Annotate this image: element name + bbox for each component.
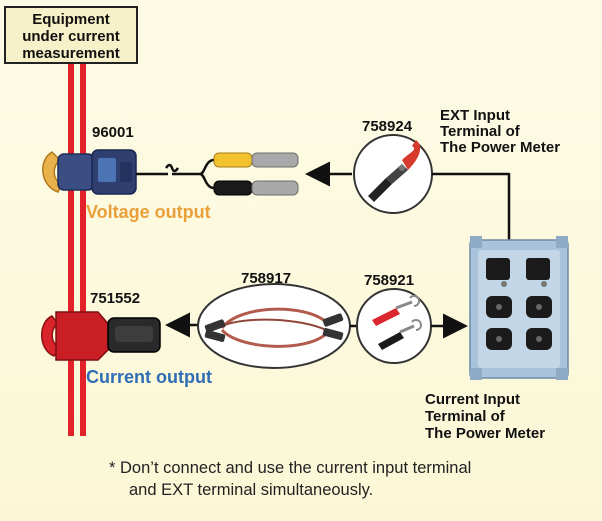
conductor-left-rail [68,64,74,436]
footnote-line1: * Don’t connect and use the current inpu… [109,459,472,477]
footnote-line2: and EXT terminal simultaneously. [129,481,374,499]
equipment-label-line2: under current [22,28,120,45]
ext-input-terminal-label: EXT Input Terminal of The Power Meter [440,108,560,156]
current-terminal-line3: The Power Meter [425,425,546,442]
voltage-probe-clamp-icon [42,149,137,195]
voltage-output-label: Voltage output [86,202,211,222]
ext-terminal-line3: The Power Meter [440,139,561,156]
current-probe-model-label: 751552 [90,290,141,307]
current-input-terminal-label: Current Input Terminal of The Power Mete… [425,391,545,442]
equipment-label-line1: Equipment [32,11,110,28]
cable-758917-label: 758917 [241,270,292,287]
adapter-758924-icon [353,134,433,214]
current-terminal-line2: Terminal of [425,408,505,425]
adapter-758921-icon [356,288,432,364]
current-terminal-line1: Current Input [425,391,520,408]
cable-758917-icon [197,283,351,369]
conductor-right-rail [80,64,86,436]
adapter-758924-label: 758924 [362,118,413,135]
voltage-probe-model-label: 96001 [92,124,134,141]
equipment-under-measurement-box: Equipment under current measurement [4,6,138,64]
voltage-lead-black-icon [213,180,299,196]
ext-terminal-line1: EXT Input [440,107,510,124]
current-probe-clamp-icon [41,311,161,361]
equipment-label-line3: measurement [22,45,120,62]
power-meter-terminal-block-icon [469,236,569,380]
current-output-label: Current output [86,367,212,387]
adapter-758921-label: 758921 [364,272,415,289]
voltage-lead-yellow-icon [213,152,299,168]
footnote: * Don’t connect and use the current inpu… [109,457,589,501]
ext-terminal-line2: Terminal of [440,123,520,140]
voltage-probe-cable [136,158,215,190]
